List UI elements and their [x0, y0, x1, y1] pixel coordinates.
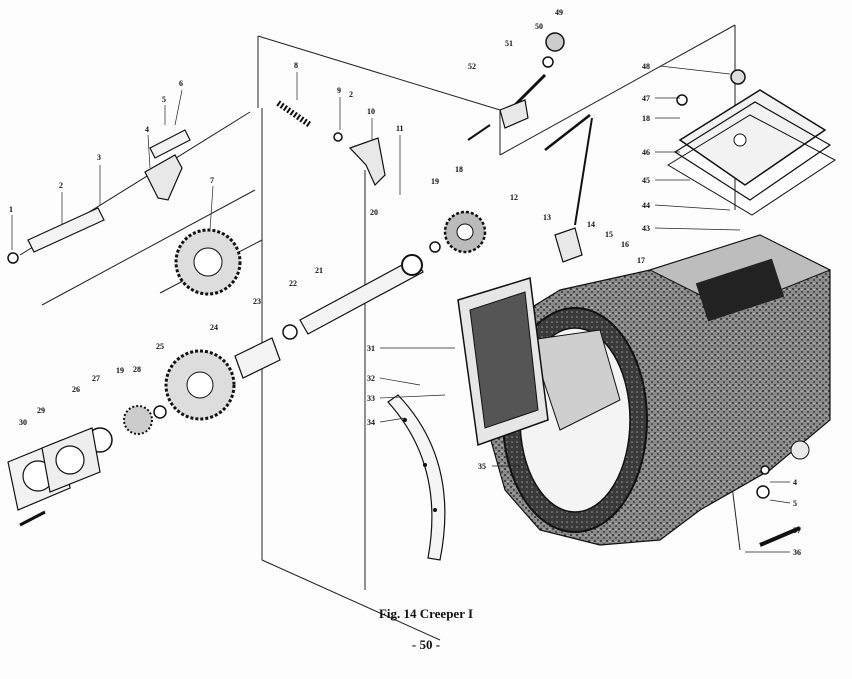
callout-8: 8 — [294, 61, 298, 70]
callout-21: 21 — [315, 266, 323, 275]
callout-9: 9 — [337, 86, 341, 95]
callout-24: 24 — [210, 323, 218, 332]
callout-25: 25 — [156, 342, 164, 351]
callout-26: 26 — [72, 385, 80, 394]
callout-28: 28 — [133, 365, 141, 374]
page-number: - 50 - — [411, 637, 441, 652]
callout-4b: 4 — [793, 478, 797, 487]
callout-2b: 2 — [349, 90, 353, 99]
shafts — [27, 129, 424, 379]
callout-11: 11 — [396, 124, 404, 133]
callout-1: 1 — [9, 205, 13, 214]
callout-45: 45 — [642, 176, 650, 185]
callout-31: 31 — [367, 344, 375, 353]
callout-labels: 1 2 3 4 5 6 7 8 9 2 10 11 12 13 14 15 16… — [9, 8, 801, 557]
transmission-housing — [487, 234, 832, 546]
callout-7: 7 — [210, 176, 214, 185]
callout-50: 50 — [535, 22, 543, 31]
callout-46: 46 — [642, 148, 650, 157]
side-flange-plate — [457, 277, 549, 447]
callout-17: 17 — [637, 256, 645, 265]
callout-4: 4 — [145, 125, 149, 134]
callout-10: 10 — [367, 107, 375, 116]
shift-forks — [144, 99, 583, 263]
callout-16: 16 — [621, 240, 629, 249]
callout-19b: 19 — [116, 366, 124, 375]
callout-14: 14 — [587, 220, 595, 229]
callout-33: 33 — [367, 394, 375, 403]
callout-12: 12 — [510, 193, 518, 202]
top-cover-plate — [667, 89, 836, 216]
callout-5: 5 — [162, 95, 166, 104]
callout-36: 36 — [793, 548, 801, 557]
callout-47: 47 — [642, 94, 650, 103]
callout-49: 49 — [555, 8, 563, 17]
callout-32: 32 — [367, 374, 375, 383]
callout-20: 20 — [370, 208, 378, 217]
callout-35: 35 — [478, 462, 486, 471]
callout-29: 29 — [37, 406, 45, 415]
callout-43: 43 — [642, 224, 650, 233]
figure-caption: Fig. 14 Creeper I — [378, 606, 474, 621]
callout-44: 44 — [642, 201, 650, 210]
callout-15: 15 — [605, 230, 613, 239]
rings-and-washers — [7, 32, 770, 499]
callout-27: 27 — [92, 374, 100, 383]
gasket-strip — [387, 394, 446, 561]
callout-51: 51 — [505, 39, 513, 48]
callout-23: 23 — [253, 297, 261, 306]
callout-48: 48 — [642, 62, 650, 71]
callout-18: 18 — [455, 165, 463, 174]
callout-3: 3 — [97, 153, 101, 162]
callout-5b: 5 — [793, 499, 797, 508]
callout-52: 52 — [468, 62, 476, 71]
callout-13: 13 — [543, 213, 551, 222]
callout-6: 6 — [179, 79, 183, 88]
callout-30: 30 — [19, 418, 27, 427]
callout-22: 22 — [289, 279, 297, 288]
callout-37: 37 — [793, 526, 801, 535]
callout-34: 34 — [367, 418, 375, 427]
callout-2: 2 — [59, 181, 63, 190]
springs-and-bolts — [19, 73, 801, 547]
gears — [123, 210, 487, 435]
callout-18b: 18 — [642, 114, 650, 123]
callout-leaders — [11, 65, 791, 553]
callout-19: 19 — [431, 177, 439, 186]
end-plates — [7, 427, 101, 511]
